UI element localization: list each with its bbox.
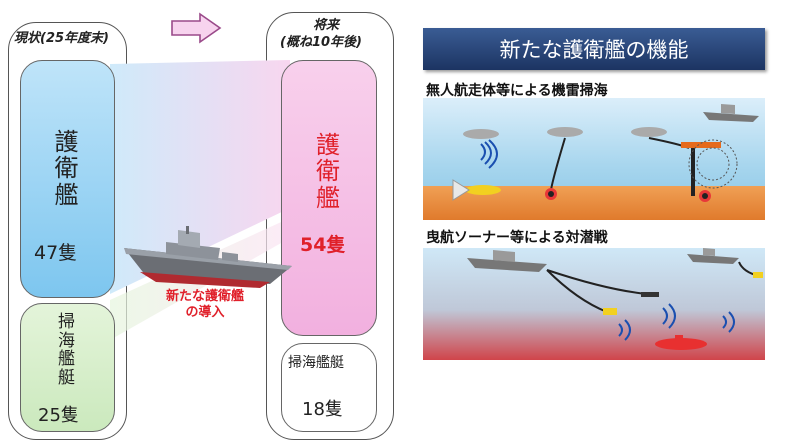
future-destroyer-label: 護衛艦	[316, 131, 340, 212]
new-ship-caption: 新たな護衛艦 の導入	[165, 289, 244, 320]
mine-sweeping-scene	[423, 98, 765, 220]
current-header: 現状(25年度末)	[14, 31, 109, 46]
current-destroyer-panel	[20, 60, 115, 298]
new-destroyer-ship-icon	[124, 226, 292, 288]
current-minesweeper-count: 25隻	[38, 405, 79, 426]
future-header-line1: 将来	[313, 18, 340, 33]
functions-title: 新たな護衛艦の機能	[499, 38, 689, 62]
current-minesweeper-label: 掃海艦艇	[58, 312, 75, 389]
future-minesweeper-label: 掃海艦艇	[288, 355, 344, 371]
current-minesweeper-panel	[20, 303, 115, 432]
future-minesweeper-panel	[281, 343, 377, 432]
future-minesweeper-count: 18隻	[302, 399, 343, 420]
future-destroyer-panel	[281, 60, 377, 336]
current-destroyer-count: 47隻	[34, 242, 78, 264]
functions-title-bar: 新たな護衛艦の機能	[423, 28, 765, 70]
transition-arrow-icon	[171, 12, 222, 44]
future-destroyer-count: 54隻	[300, 234, 346, 256]
anti-submarine-scene	[423, 248, 765, 360]
future-header-line2: (概ね10年後)	[280, 35, 362, 50]
section2-heading: 曳航ソーナー等による対潜戦	[426, 230, 608, 246]
current-destroyer-label: 護衛艦	[54, 128, 79, 209]
section1-heading: 無人航走体等による機雷掃海	[426, 83, 608, 99]
